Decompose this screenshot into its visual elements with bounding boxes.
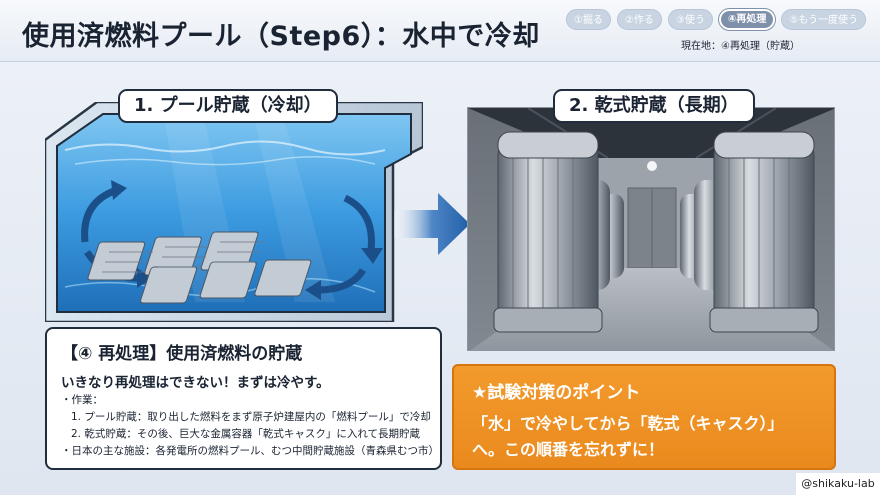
nav-step-reuse[interactable]: ⑤もう一度使う	[781, 9, 867, 30]
info-work-label: ・作業：	[61, 394, 103, 406]
exam-tip-box: ★試験対策のポイント 「水」で冷やしてから「乾式（キャスク）」 へ。この順番を忘…	[452, 364, 836, 470]
info-step-1: 1. プール貯蔵：取り出した燃料をまず原子炉建屋内の「燃料プール」で冷却	[71, 411, 431, 423]
header-bar: 使用済燃料プール（Step6）：水中で冷却 ①掘る ②作る ③使う ④再処理 ⑤…	[0, 0, 880, 62]
tip-line-1: 「水」で冷やしてから「乾式（キャスク）」	[472, 414, 784, 433]
info-lead: いきなり再処理はできない！まずは冷やす。	[61, 375, 330, 391]
tip-title: ★試験対策のポイント	[472, 383, 641, 403]
tip-line-2: へ。この順番を忘れずに！	[472, 440, 665, 459]
nav-step-dig[interactable]: ①掘る	[566, 9, 611, 30]
fuel-pool-image	[45, 102, 423, 322]
page-title: 使用済燃料プール（Step6）：水中で冷却	[22, 21, 540, 52]
info-facilities: ・日本の主な施設：各発電所の燃料プール、むつ中間貯蔵施設（青森県むつ市）	[61, 445, 439, 457]
dry-cask-illustration	[468, 108, 834, 350]
right-arrow-icon	[394, 193, 470, 255]
nav-step-reprocess[interactable]: ④再処理	[718, 9, 776, 30]
credit-label: @shikaku-lab	[796, 473, 880, 495]
nav-step-make[interactable]: ②作る	[616, 9, 662, 30]
step-navigation: ①掘る ②作る ③使う ④再処理 ⑤もう一度使う	[566, 9, 867, 30]
storage-info-box: 【④ 再処理】使用済燃料の貯蔵 いきなり再処理はできない！まずは冷やす。 ・作業…	[45, 327, 442, 470]
dry-storage-image	[467, 107, 835, 351]
dry-storage-label: 2. 乾式貯蔵（長期）	[553, 89, 755, 123]
info-heading: 【④ 再処理】使用済燃料の貯蔵	[61, 344, 303, 364]
current-location: 現在地：④再処理（貯蔵）	[681, 41, 800, 52]
info-step-2: 2. 乾式貯蔵：その後、巨大な金属容器「乾式キャスク」に入れて長期貯蔵	[71, 428, 421, 440]
pool-storage-label: 1. プール貯蔵（冷却）	[118, 89, 338, 123]
nav-step-use[interactable]: ③使う	[667, 9, 713, 30]
fuel-pool-illustration	[45, 102, 423, 322]
